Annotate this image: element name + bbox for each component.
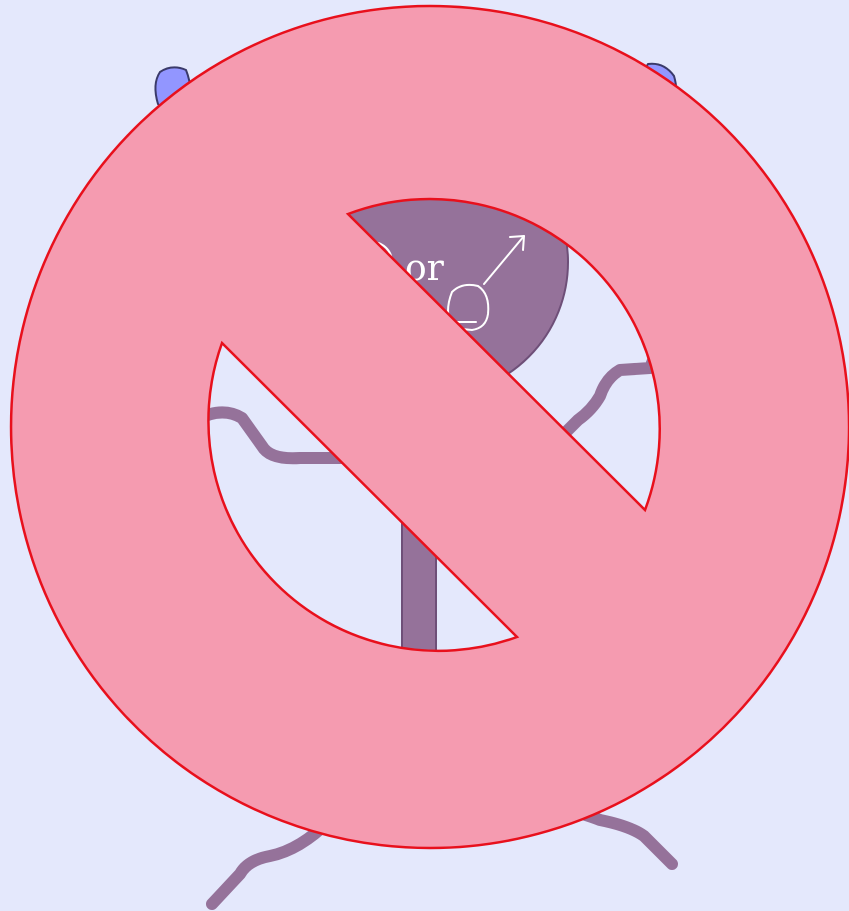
prohibition-sign-icon (11, 6, 849, 848)
